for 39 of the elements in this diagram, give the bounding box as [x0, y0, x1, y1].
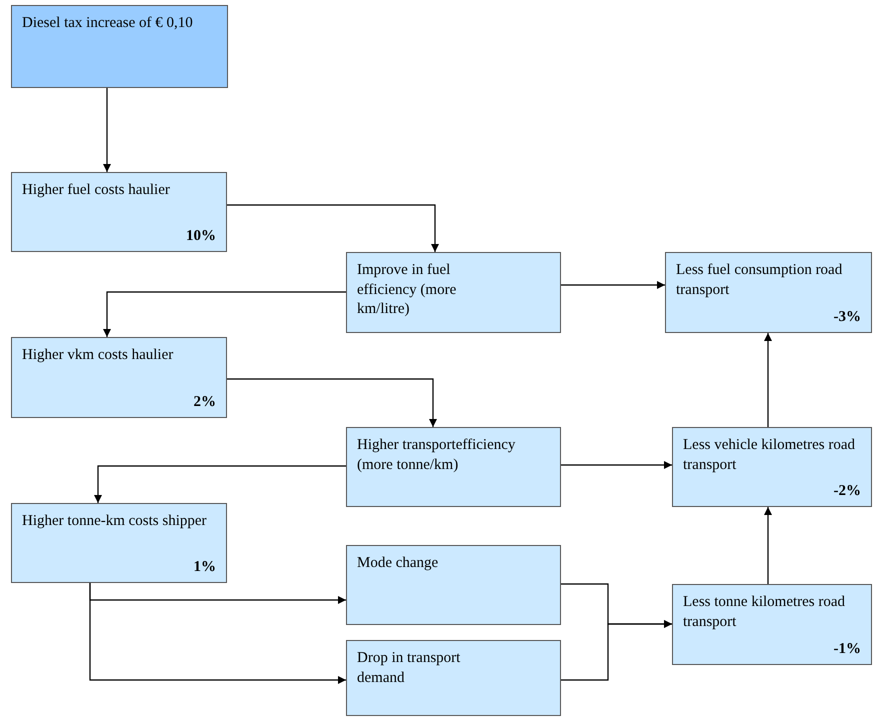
percentage-value: 1%: [194, 559, 216, 576]
arrow: [561, 620, 672, 681]
process-box: [346, 545, 561, 625]
process-box: [11, 337, 227, 418]
process-box: [11, 172, 227, 252]
arrow: [94, 465, 346, 503]
percentage-value: -1%: [834, 641, 861, 658]
process-box: [665, 252, 872, 333]
box-label: Diesel tax increase of € 0,10: [22, 14, 194, 33]
box-label: Higher transportefficiency (more tonne/km): [357, 436, 516, 474]
arrow: [103, 88, 111, 172]
box-label: Higher tonne-km costs shipper: [22, 512, 208, 531]
box-label: Less vehicle kilometres road transport: [683, 436, 856, 474]
box-label: Improve in fuel efficiency (more km/litre): [357, 261, 458, 319]
box-label: Less fuel consumption road transport: [676, 261, 844, 300]
process-box: [11, 503, 227, 583]
process-box: [672, 427, 872, 507]
arrow: [103, 291, 346, 337]
box-label: Less tonne kilometres road transport: [683, 593, 846, 632]
percentage-value: -2%: [834, 483, 861, 500]
arrow: [89, 583, 346, 684]
arrow: [764, 507, 772, 584]
box-label: Mode change: [357, 554, 440, 573]
box-label: Higher vkm costs haulier: [22, 346, 174, 365]
arrow: [227, 204, 439, 252]
process-box: [11, 5, 228, 88]
process-box: [346, 252, 561, 333]
process-box: [672, 584, 872, 665]
box-label: Higher fuel costs haulier: [22, 181, 171, 200]
percentage-value: 2%: [194, 394, 216, 411]
arrow: [764, 333, 772, 427]
box-label: Drop in transport demand: [357, 649, 462, 688]
arrow: [561, 281, 665, 289]
arrow: [227, 378, 437, 427]
percentage-value: 10%: [186, 228, 216, 245]
process-box: [346, 427, 561, 507]
percentage-value: -3%: [834, 309, 861, 326]
process-box: [346, 640, 561, 716]
arrow: [561, 461, 672, 469]
